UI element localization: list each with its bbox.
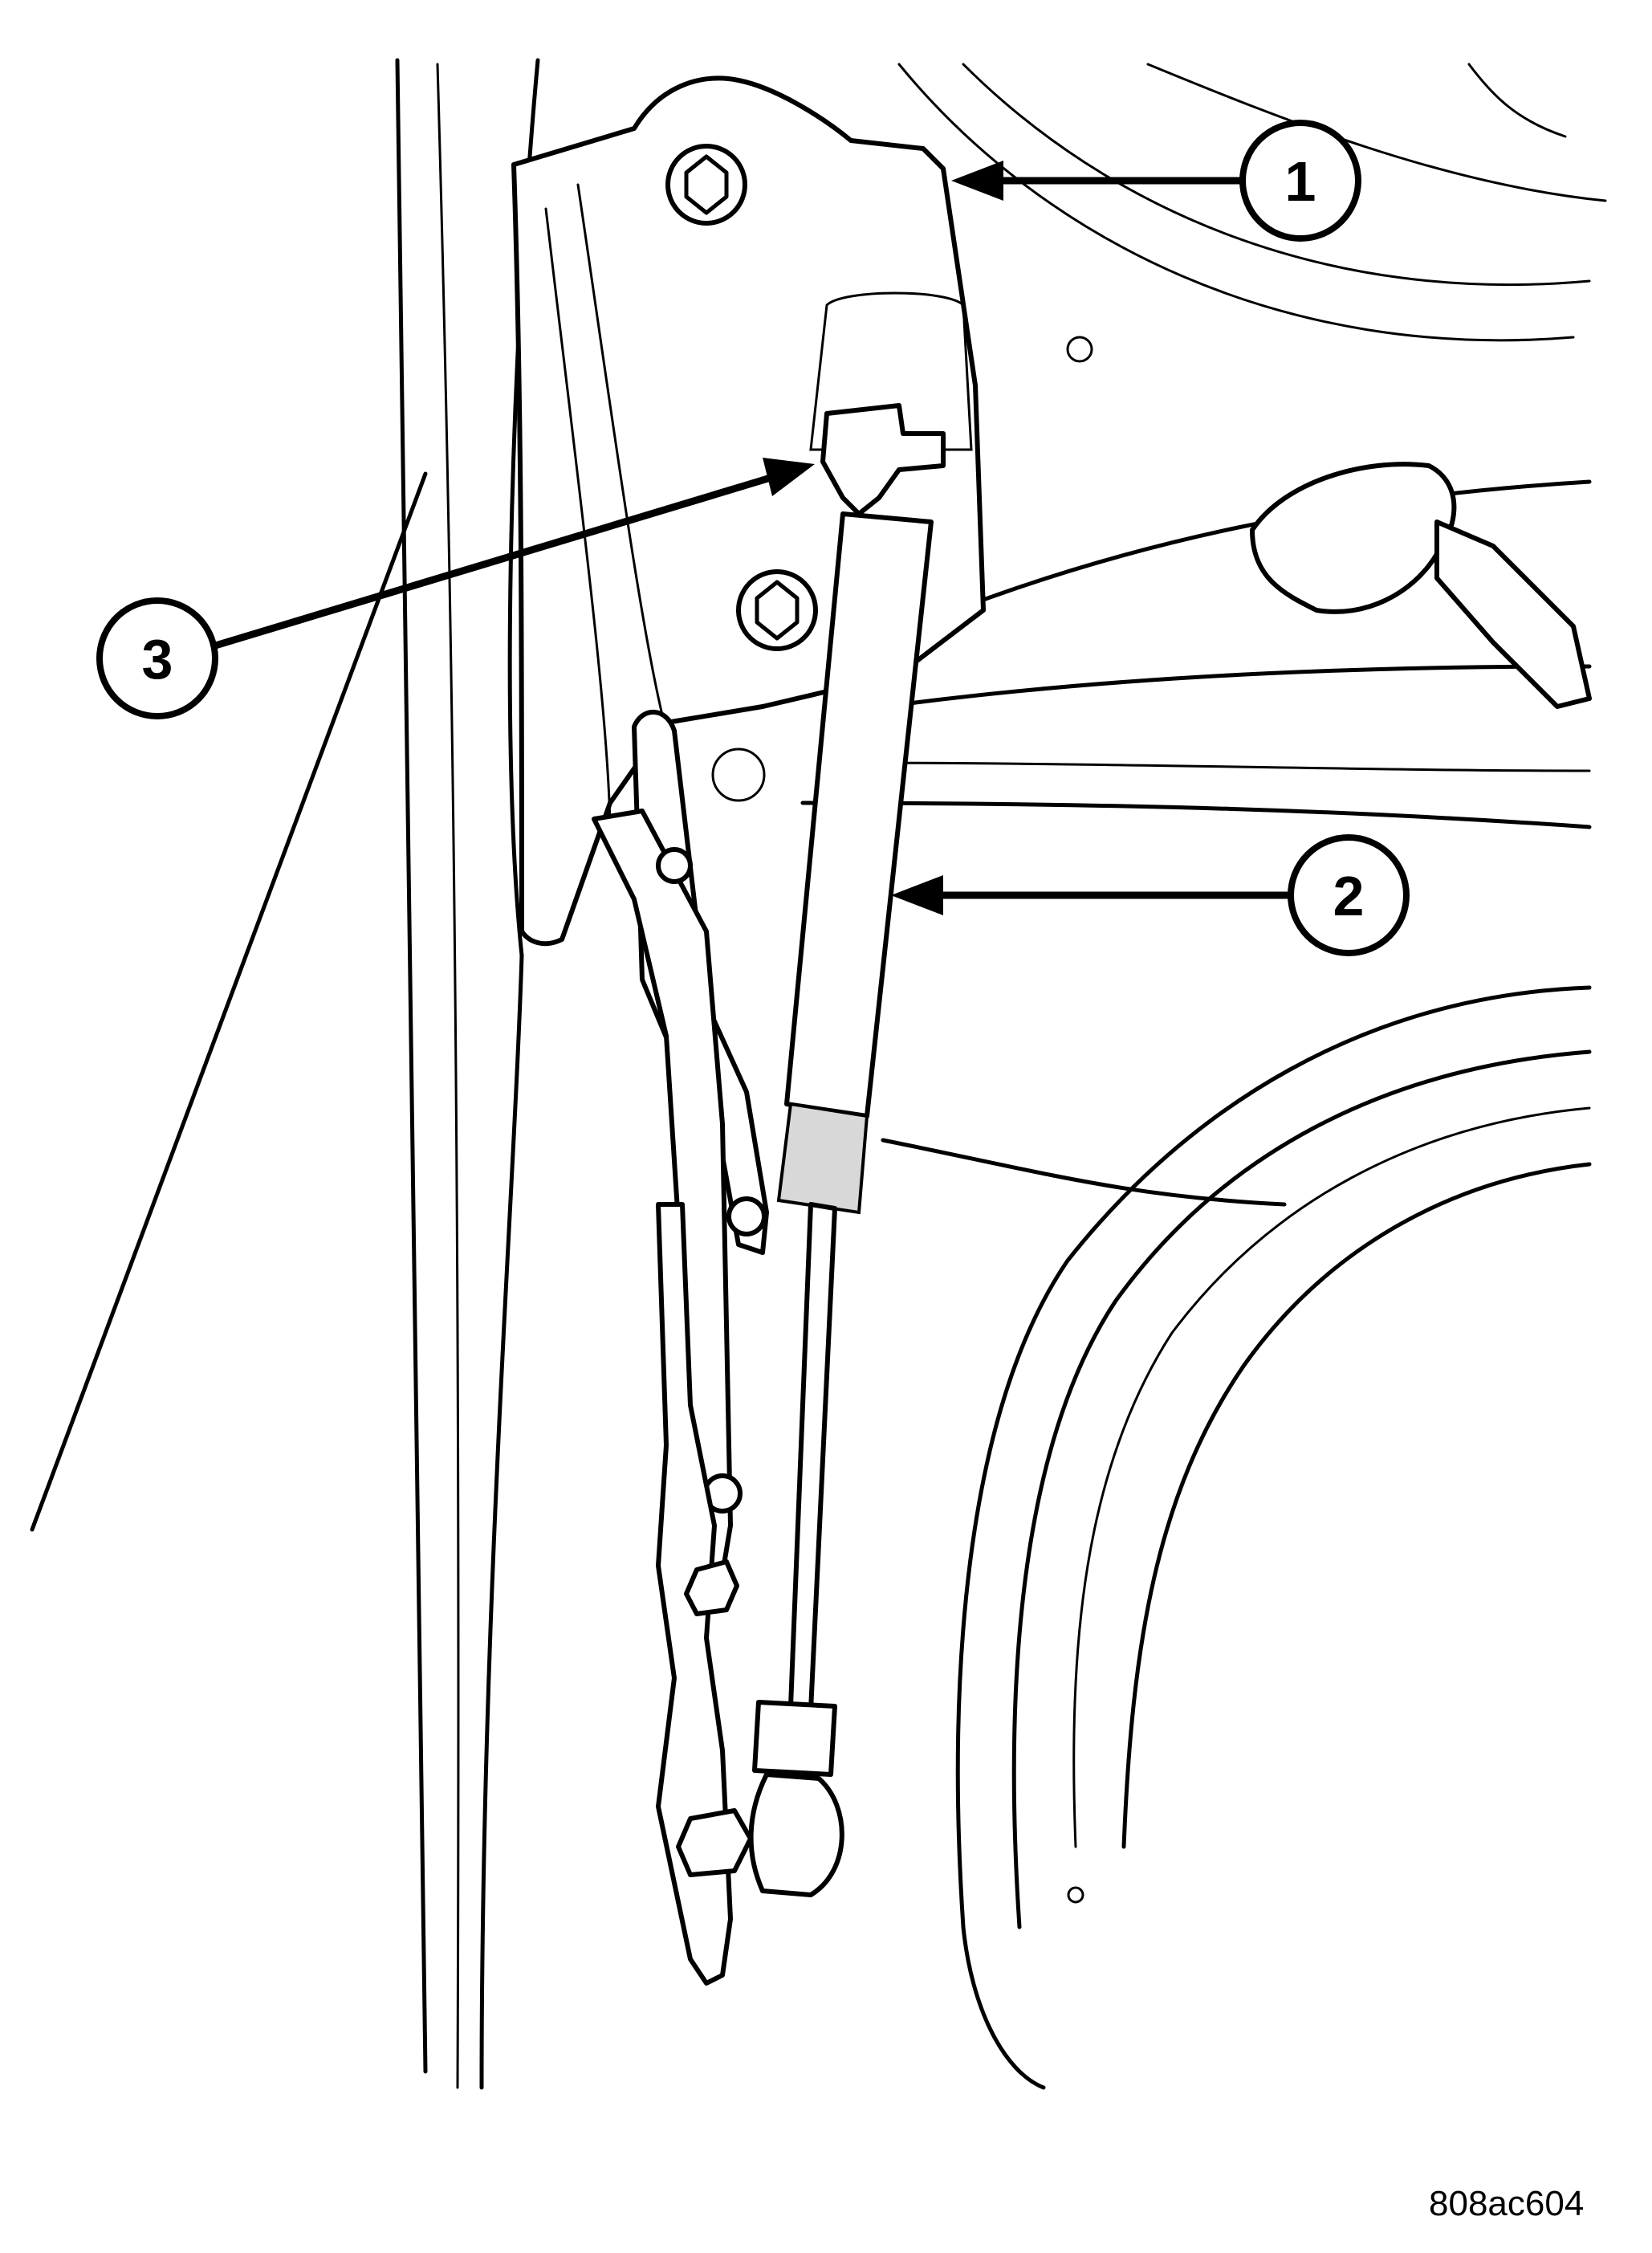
trunk-opening-seal [955,985,1592,2090]
gas-prop [748,403,946,1897]
hinge-bracket [511,75,1093,947]
callout-2-group: 2 [891,834,1410,956]
callout-3-leader [211,474,772,650]
callout-3-circle [96,597,218,719]
callout-1-arrowhead [951,161,1003,201]
callout-1-label: 1 [1285,150,1316,213]
callout-3-group: 3 [96,458,815,719]
callout-1-circle [1239,120,1361,242]
hinge-links [592,709,769,1986]
callout-1-group: 1 [951,120,1361,242]
wiring-grommet [1250,462,1592,709]
callout-3-label: 3 [142,628,173,691]
callout-2-arrowhead [891,875,943,915]
callout-2-circle [1288,834,1410,956]
figure-id: 808ac604 [1429,2184,1585,2223]
callout-2-label: 2 [1333,865,1365,927]
callout-3-arrowhead [763,458,815,496]
